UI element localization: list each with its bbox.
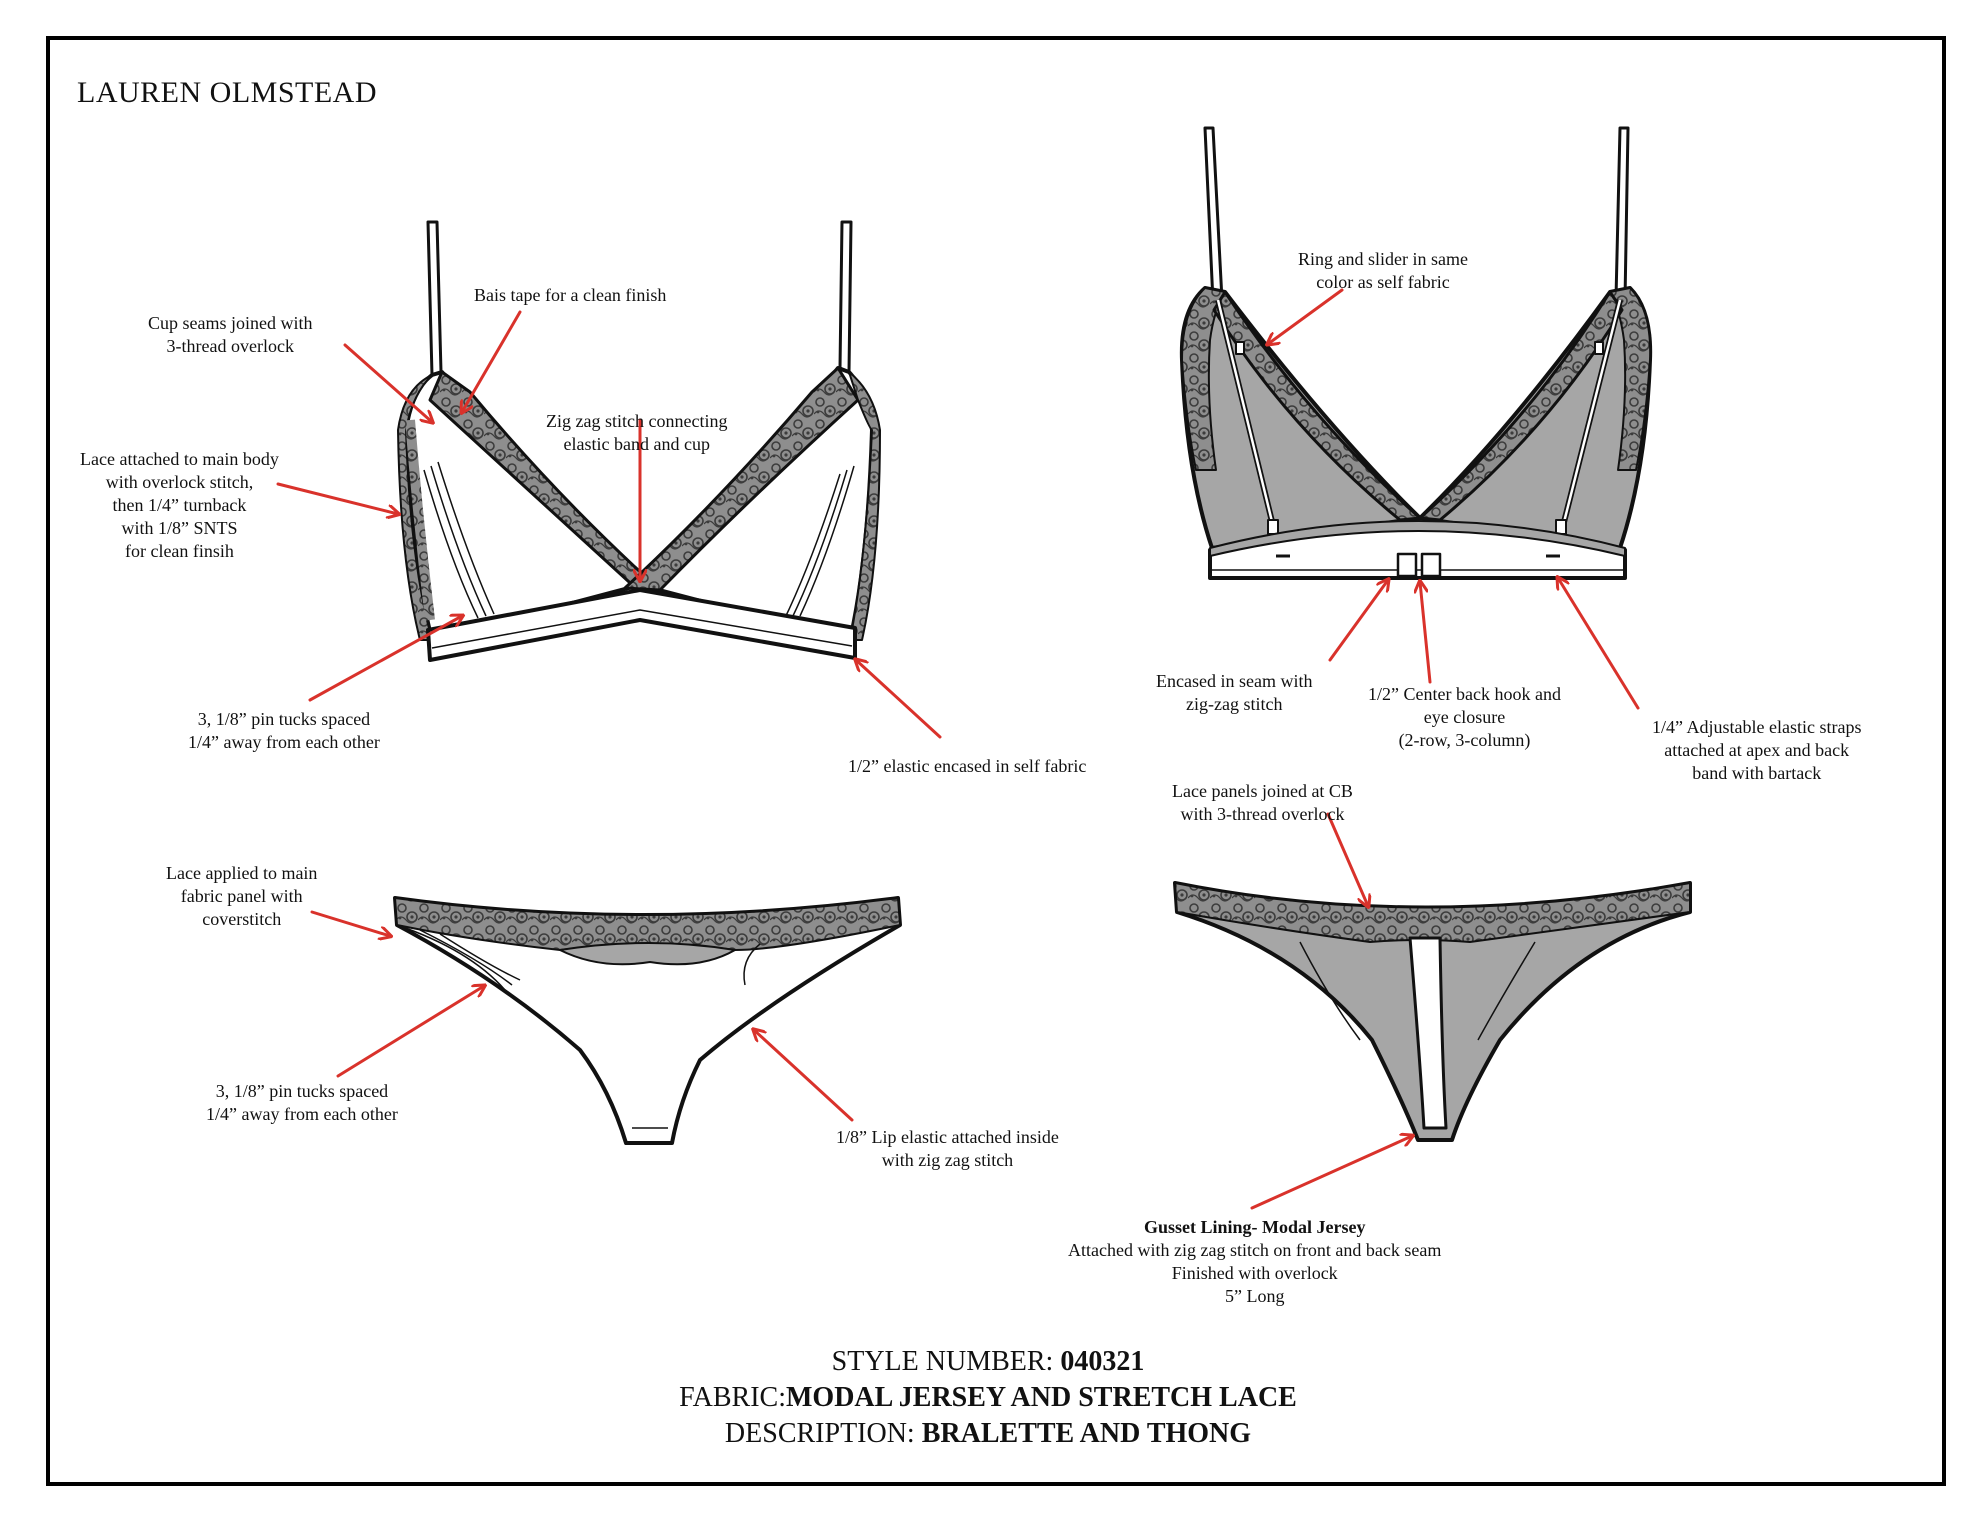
style-number-line: STYLE NUMBER: 040321 bbox=[831, 1346, 1145, 1377]
note-elastic-encased: 1/2” elastic encased in self fabric bbox=[848, 756, 1087, 776]
thong-front-flat bbox=[393, 896, 902, 1145]
fabric-line: FABRIC:MODAL JERSEY AND STRETCH LACE bbox=[679, 1382, 1297, 1413]
note-bias-tape: Bais tape for a clean finish bbox=[474, 285, 667, 305]
annotation-arrows bbox=[276, 288, 1640, 1210]
brand-name: LAUREN OLMSTEAD bbox=[77, 76, 377, 109]
bralette-back-flat bbox=[1179, 126, 1653, 580]
sheet-frame bbox=[46, 36, 1946, 1486]
bralette-front-flat bbox=[397, 220, 881, 662]
description-line: DESCRIPTION: BRALETTE AND THONG bbox=[724, 1418, 1252, 1449]
note-gusset-lining: Gusset Lining- Modal Jersey Attached wit… bbox=[1068, 1217, 1442, 1306]
thong-back-flat bbox=[1173, 881, 1692, 1142]
